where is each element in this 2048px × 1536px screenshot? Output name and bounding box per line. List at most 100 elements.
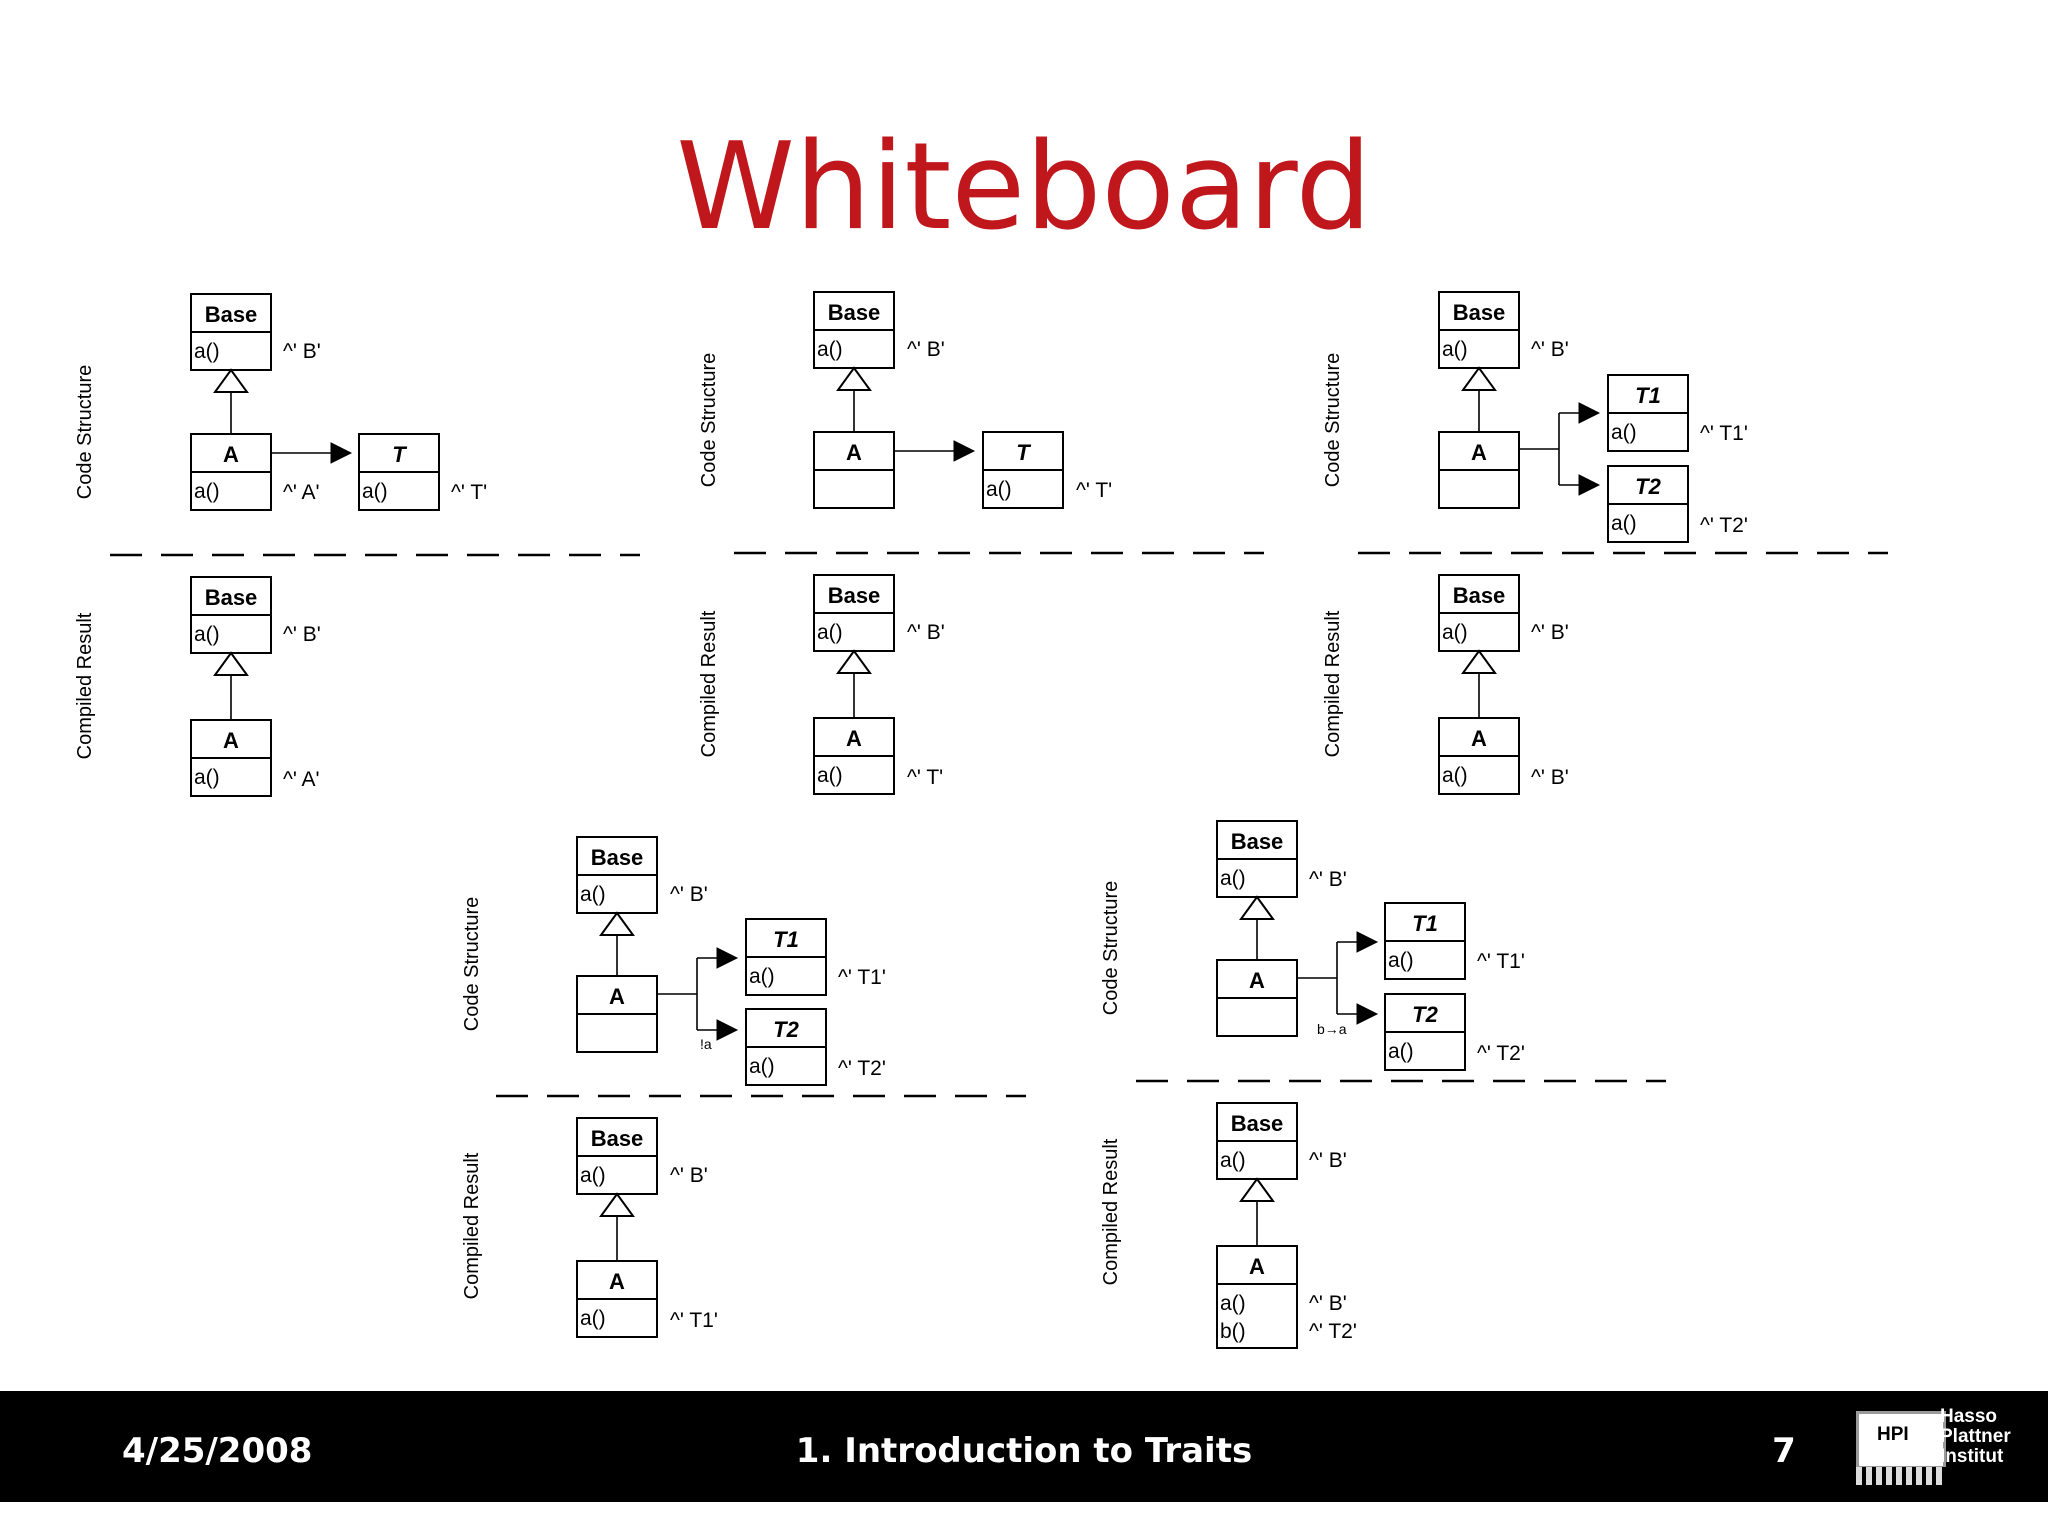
class-name: Base (1453, 583, 1506, 608)
class-name: Base (205, 585, 258, 610)
class-box-base: Base a() (813, 291, 895, 369)
compiled-result-label: Compiled Result (698, 610, 720, 757)
code-structure-label: Code Structure (461, 897, 483, 1032)
annotation: ^' A' (283, 768, 320, 791)
logo-line: Hasso (1940, 1406, 1998, 1427)
logo-text: Hasso Plattner Institut (1940, 1407, 2032, 1467)
trait-box-t1: T1 a() (1384, 902, 1466, 980)
trait-name: T1 (1635, 383, 1661, 408)
method: a() (1220, 1292, 1246, 1315)
annotation: ^' T2' (1700, 514, 1748, 537)
method: a() (1388, 949, 1414, 972)
class-box-base: Base a() (576, 836, 658, 914)
trait-fork-arrows (1296, 931, 1378, 1025)
code-structure-label: Code Structure (74, 365, 96, 500)
class-box-base: Base a() (813, 574, 895, 652)
footer-date: 4/25/2008 (122, 1431, 313, 1471)
class-box-a: A a() (190, 719, 272, 797)
annotation: ^' B' (1531, 621, 1569, 644)
class-box-base: Base a() (1438, 574, 1520, 652)
method: a() (194, 340, 220, 363)
trait-name: T2 (1412, 1002, 1438, 1027)
class-box-base: Base a() (576, 1117, 658, 1195)
method: a() (1442, 338, 1468, 361)
inheritance-arrow (214, 369, 248, 445)
panel-1: Code Structure Compiled Result Base a() … (74, 293, 640, 797)
annotation: ^' T' (1076, 479, 1112, 502)
trait-arrow (270, 442, 352, 464)
trait-fork-arrows (1518, 402, 1600, 496)
class-name: A (1471, 440, 1487, 465)
inheritance-arrow (214, 652, 248, 728)
inheritance-arrow (600, 1193, 634, 1269)
annotation: ^' T2' (1309, 1320, 1357, 1343)
class-name: A (846, 440, 862, 465)
class-name: Base (591, 845, 644, 870)
class-box-a: A (1438, 431, 1520, 509)
trait-box-t2: T2 a() (745, 1008, 827, 1086)
class-name: A (846, 726, 862, 751)
panel-2: Code Structure Compiled Result Base a() … (698, 291, 1264, 795)
method: a() (1442, 764, 1468, 787)
class-name: Base (205, 302, 258, 327)
trait-box-t1: T1 a() (745, 918, 827, 996)
method: a() (194, 766, 220, 789)
slide-title: Whiteboard (676, 118, 1372, 257)
annotation: ^' B' (907, 621, 945, 644)
class-box-a: A a() b() (1216, 1245, 1298, 1349)
trait-fork-arrows (656, 947, 738, 1041)
annotation: ^' B' (907, 338, 945, 361)
annotation: ^' B' (670, 1164, 708, 1187)
annotation: ^' T2' (1477, 1042, 1525, 1065)
annotation: ^' T1' (670, 1309, 718, 1332)
method: a() (194, 623, 220, 646)
annotation: ^' B' (283, 623, 321, 646)
class-box-a: A (813, 431, 895, 509)
inheritance-arrow (1462, 650, 1496, 726)
class-box-a: A a() (813, 717, 895, 795)
class-name: A (223, 728, 239, 753)
page-number: 7 (1772, 1431, 1796, 1471)
method: a() (986, 478, 1012, 501)
annotation: ^' B' (1309, 868, 1347, 891)
panel-5: Code Structure Compiled Result Base a() … (1100, 820, 1666, 1349)
method: a() (817, 764, 843, 787)
trait-name: T1 (1412, 911, 1438, 936)
annotation: ^' T1' (838, 966, 886, 989)
logo-abbr: HPI (1877, 1424, 1909, 1445)
compiled-result-label: Compiled Result (461, 1152, 483, 1299)
panel-4: Code Structure Compiled Result Base a() … (461, 836, 1026, 1338)
method: a() (580, 1307, 606, 1330)
class-name: Base (828, 300, 881, 325)
annotation: ^' T' (907, 766, 943, 789)
class-box-base: Base a() (190, 293, 272, 371)
compiled-result-label: Compiled Result (1322, 610, 1344, 757)
method: b() (1220, 1320, 1246, 1343)
edge-label: !a (700, 1036, 712, 1052)
method: a() (817, 338, 843, 361)
method: a() (1611, 421, 1637, 444)
compiled-result-label: Compiled Result (74, 612, 96, 759)
class-box-a: A a() (1438, 717, 1520, 795)
class-box-base: Base a() (1216, 1102, 1298, 1180)
class-name: Base (1231, 1111, 1284, 1136)
method: a() (749, 1055, 775, 1078)
code-structure-label: Code Structure (698, 353, 720, 488)
annotation: ^' B' (1309, 1149, 1347, 1172)
inheritance-arrow (1240, 1178, 1274, 1254)
logo-line: Plattner (1940, 1426, 2011, 1447)
logo-line: Institut (1940, 1446, 2004, 1467)
hpi-logo: HPI Hasso Plattner Institut (1852, 1407, 2032, 1489)
code-structure-label: Code Structure (1100, 881, 1122, 1016)
class-name: Base (828, 583, 881, 608)
inheritance-arrow (837, 367, 871, 443)
method: a() (580, 1164, 606, 1187)
trait-arrow (893, 440, 975, 462)
panel-3: Code Structure Compiled Result Base a() … (1322, 291, 1888, 795)
class-name: A (609, 1269, 625, 1294)
method: a() (1388, 1040, 1414, 1063)
method: a() (580, 883, 606, 906)
annotation: ^' T2' (838, 1057, 886, 1080)
class-name: A (223, 442, 239, 467)
inheritance-arrow (837, 650, 871, 726)
